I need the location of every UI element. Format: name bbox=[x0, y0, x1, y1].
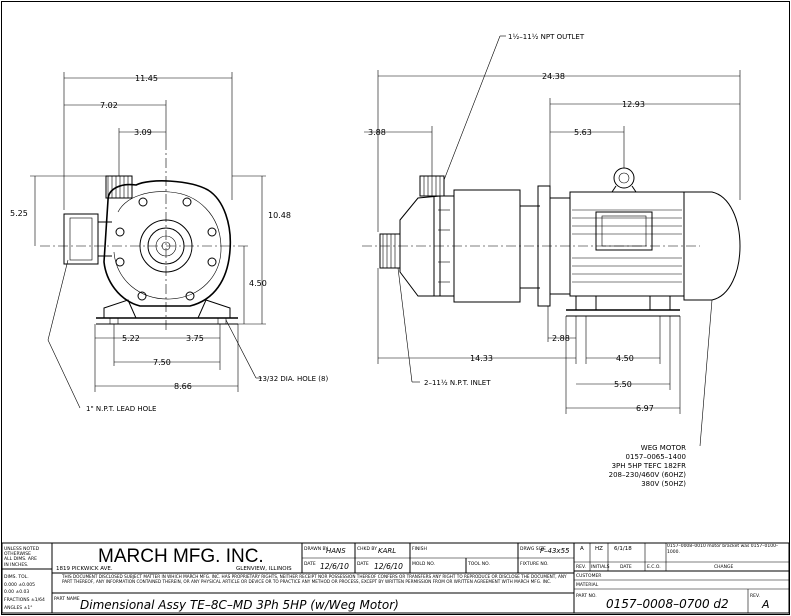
dim-base-overall: 6.97 bbox=[636, 404, 654, 413]
date-label-drawn: DATE bbox=[304, 561, 316, 567]
dim-inlet-height: 5.25 bbox=[10, 209, 28, 218]
motor-line-3: 3PH 5HP TEFC 182FR bbox=[612, 462, 687, 470]
side-callouts: 1½–11½ NPT OUTLET 2–11½ N.P.T. INLET WEG… bbox=[397, 33, 713, 488]
rev-row-date: 6/1/18 bbox=[614, 546, 632, 552]
dim-motor-length: 12.93 bbox=[622, 100, 645, 109]
part-name: Dimensional Assy TE–8C–MD 3Ph 5HP (w/Weg… bbox=[80, 598, 399, 612]
dim-foot-span: 7.50 bbox=[153, 358, 171, 367]
part-no-label: PART NO. bbox=[576, 593, 597, 599]
front-callouts: 13/32 DIA. HOLE (8) 1" N.P.T. LEAD HOLE bbox=[47, 259, 328, 413]
motor-line-2: 0157–0065–1400 bbox=[626, 453, 686, 461]
date-label-chkd: DATE bbox=[357, 561, 369, 567]
callout-outlet: 1½–11½ NPT OUTLET bbox=[508, 33, 585, 41]
tolerance-5: ANGLES ±1° bbox=[4, 605, 32, 611]
fixture-label: FIXTURE NO. bbox=[520, 561, 549, 567]
finish-label: FINISH bbox=[412, 546, 427, 552]
unless-noted-1: UNLESS NOTED bbox=[4, 546, 40, 552]
date-chkd: 12/6/10 bbox=[374, 562, 403, 571]
drwg-size: F–43x55 bbox=[540, 547, 570, 555]
dim-overall-length: 24.38 bbox=[542, 72, 565, 81]
mold-label: MOLD NO. bbox=[412, 561, 435, 567]
dim-frame-offset: 5.63 bbox=[574, 128, 592, 137]
tolerance-3: 0.00 ±0.03 bbox=[4, 589, 29, 595]
rev-header-rev: REV. bbox=[576, 564, 586, 570]
dim-outlet-offset: 3.09 bbox=[134, 128, 152, 137]
rev-header-date: DATE bbox=[620, 564, 632, 570]
rev-row-change: 0157–0008–0010 motor bracket was 0157–01… bbox=[667, 544, 779, 555]
dim-base-span: 5.50 bbox=[614, 380, 632, 389]
drawn-by: HANS bbox=[326, 547, 346, 555]
date-drawn: 12/6/10 bbox=[320, 562, 349, 571]
dim-base-width: 8.66 bbox=[174, 382, 192, 391]
tolerance-2: 0.000 ±0.005 bbox=[4, 582, 35, 588]
motor-line-1: WEG MOTOR bbox=[641, 444, 686, 452]
drawn-by-label: DRAWN BY bbox=[304, 546, 328, 552]
company-name: MARCH MFG. INC. bbox=[98, 546, 264, 567]
side-view bbox=[362, 167, 741, 317]
dim-overall-height: 10.48 bbox=[268, 211, 291, 220]
side-dimensions: 24.38 12.93 3.88 5.63 14.33 2.88 4.50 5.… bbox=[364, 70, 741, 414]
dim-side-outlet: 3.88 bbox=[368, 128, 386, 137]
motor-line-4: 208–230/460V (60HZ) bbox=[609, 471, 687, 479]
customer-label: CUSTOMER bbox=[576, 573, 601, 579]
rev-header-initials: INITIALS bbox=[591, 564, 610, 570]
rev-header-change: CHANGE bbox=[714, 564, 733, 570]
front-view bbox=[40, 140, 250, 330]
rev-header-eco: E.C.O. bbox=[647, 564, 661, 570]
proprietary-disclaimer: THIS DOCUMENT DISCLOSED SUBJECT MATTER I… bbox=[62, 574, 567, 584]
rev-row-initials: HZ bbox=[595, 546, 603, 552]
dim-foot-right: 3.75 bbox=[186, 334, 204, 343]
company-address: 1819 PICKWICK AVE. bbox=[56, 566, 113, 572]
front-dimensions: 11.45 7.02 3.09 5.25 10.48 4.50 5.22 3.7… bbox=[10, 72, 291, 392]
part-name-label: PART NAME bbox=[54, 596, 80, 602]
tolerance-1: DIMS. TOL. bbox=[4, 574, 29, 580]
chkd-by: KARL bbox=[378, 547, 396, 555]
chkd-by-label: CHKD BY bbox=[357, 546, 377, 552]
rev-value: A bbox=[761, 598, 770, 611]
drwg-size-label: DRWG SIZE bbox=[520, 546, 546, 552]
unless-noted-4: IN INCHES. bbox=[4, 562, 28, 568]
tool-label: TOOL NO. bbox=[467, 561, 490, 567]
callout-dia-hole: 13/32 DIA. HOLE (8) bbox=[258, 375, 328, 383]
part-no: 0157–0008–0700 d2 bbox=[606, 597, 729, 611]
rev-row-rev: A bbox=[580, 546, 584, 552]
motor-line-5: 380V (50HZ) bbox=[641, 480, 686, 488]
tolerance-4: FRACTIONS ±1/64 bbox=[4, 597, 45, 603]
rev-label: REV. bbox=[750, 593, 760, 599]
dim-foot-left: 5.22 bbox=[122, 334, 140, 343]
dim-shaft-height: 4.50 bbox=[249, 279, 267, 288]
dim-inlet-offset: 7.02 bbox=[100, 101, 118, 110]
dim-overall-width: 11.45 bbox=[135, 74, 158, 83]
callout-inlet: 2–11½ N.P.T. INLET bbox=[424, 379, 491, 387]
company-city: GLENVIEW, ILLINOIS bbox=[236, 566, 292, 572]
material-label: MATERIAL bbox=[576, 582, 599, 588]
callout-lead-hole: 1" N.P.T. LEAD HOLE bbox=[86, 405, 156, 413]
title-block: UNLESS NOTED OTHERWISE ALL DIMS. ARE IN … bbox=[1, 542, 790, 614]
unless-noted-2: OTHERWISE bbox=[4, 551, 31, 557]
unless-noted-3: ALL DIMS. ARE bbox=[4, 556, 37, 562]
dim-bracket-offset: 2.88 bbox=[552, 334, 570, 343]
dim-motor-feet: 4.50 bbox=[616, 354, 634, 363]
dim-inlet-to-mount: 14.33 bbox=[470, 354, 493, 363]
